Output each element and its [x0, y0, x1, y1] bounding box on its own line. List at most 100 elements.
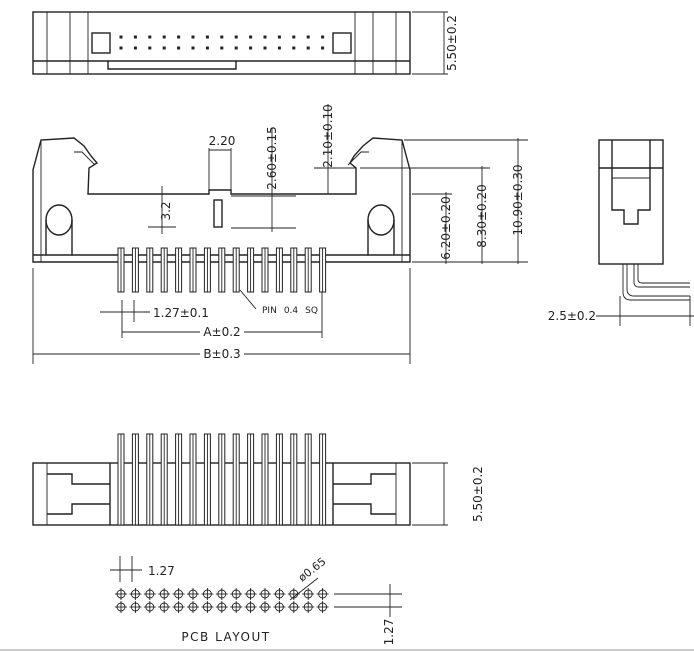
- top-pin-dot: [177, 35, 181, 39]
- front-pin: [319, 247, 327, 293]
- pcb-hole: [230, 588, 243, 600]
- pcb-hole-grid: [115, 588, 329, 613]
- pcb-hole: [273, 601, 286, 613]
- pcb-hole: [115, 601, 127, 613]
- top-pin-dot: [220, 46, 224, 50]
- pcb-hole: [129, 588, 142, 600]
- pin-width-dim: 2.20: [209, 134, 236, 148]
- front-pin: [218, 247, 226, 293]
- pcb-hole: [273, 588, 286, 600]
- dim-a: A±0.2: [203, 325, 240, 339]
- top-pin-dot: [234, 35, 238, 39]
- pcb-hole: [230, 601, 243, 613]
- top-pin-dot: [177, 46, 181, 50]
- pin-height-dim: 8.30±0.20: [475, 184, 489, 248]
- top-view: 5.50±0.2: [32, 11, 459, 75]
- top-pin-dot: [292, 46, 296, 50]
- pin-note-suffix: SQ: [305, 306, 318, 316]
- front-pin: [247, 247, 255, 293]
- pcb-hole: [158, 588, 171, 600]
- front-pin: [261, 247, 269, 293]
- front-pin: [290, 247, 298, 293]
- top-height-dim: 5.50±0.2: [445, 15, 459, 71]
- body-height-dim: 6.20±0.20: [439, 196, 453, 260]
- front-pin: [117, 247, 125, 293]
- side-offset-dim: 2.5±0.2: [548, 309, 596, 323]
- top-pin-dot: [306, 35, 310, 39]
- bottom-view: 5.50±0.2: [32, 433, 485, 526]
- pcb-hole: [244, 588, 257, 600]
- top-pin-dot: [119, 46, 123, 50]
- total-height-dim: 10.90±0.30: [511, 164, 525, 235]
- top-pin-dot: [119, 35, 123, 39]
- top-pin-dot: [263, 35, 267, 39]
- bottom-height-dim: 5.50±0.2: [471, 466, 485, 522]
- top-pin-dot: [133, 46, 137, 50]
- pitch-dim: 1.27±0.1: [153, 306, 209, 320]
- top-pin-dot: [191, 35, 195, 39]
- side-view: 2.5±0.2: [548, 139, 694, 326]
- top-pin-dot: [321, 46, 325, 50]
- bottom-pin: [203, 433, 211, 526]
- front-pin: [203, 247, 211, 293]
- pcb-hole: [143, 601, 156, 613]
- latch-dim: 2.10±0.10: [321, 104, 335, 168]
- bottom-pin: [247, 433, 255, 526]
- body-step-dim: 3.2: [159, 201, 173, 220]
- front-pin: [275, 247, 283, 293]
- bottom-pin: [290, 433, 298, 526]
- pcb-pitch-y: 1.27: [382, 619, 396, 646]
- pcb-hole: [129, 601, 142, 613]
- front-pin: [232, 247, 240, 293]
- pcb-hole: [201, 588, 214, 600]
- bottom-pin: [304, 433, 312, 526]
- top-pin-dot: [133, 35, 137, 39]
- top-pin-dot: [321, 35, 325, 39]
- pcb-hole: [187, 588, 199, 600]
- pcb-hole: [158, 601, 171, 613]
- side-view-body: [598, 139, 664, 265]
- top-pin-dot: [148, 46, 152, 50]
- pcb-hole: [215, 601, 228, 613]
- top-pin-dot: [191, 46, 195, 50]
- pcb-hole: [215, 588, 228, 600]
- top-pin-dot: [148, 35, 152, 39]
- top-pin-dot: [292, 35, 296, 39]
- bottom-pin: [319, 433, 327, 526]
- top-pin-dot: [249, 35, 253, 39]
- pcb-hole: [302, 588, 315, 600]
- dim-b: B±0.3: [203, 347, 240, 361]
- top-view-body: [32, 11, 411, 75]
- top-pin-dot: [205, 35, 209, 39]
- bottom-pin: [218, 433, 226, 526]
- front-pin: [304, 247, 312, 293]
- top-pin-dot: [205, 46, 209, 50]
- front-pin: [160, 247, 168, 293]
- bottom-pin: [275, 433, 283, 526]
- bottom-pin: [261, 433, 269, 526]
- pcb-hole: [259, 588, 271, 600]
- pin-note-prefix: PIN: [262, 306, 277, 316]
- bottom-pin: [131, 433, 139, 526]
- top-pin-dot: [220, 35, 224, 39]
- pcb-hole: [316, 601, 329, 613]
- top-pin-dot: [249, 46, 253, 50]
- top-view-pin-grid: [119, 35, 325, 50]
- bottom-pin: [232, 433, 240, 526]
- pin-top-dim: 2.60±0.15: [265, 126, 279, 190]
- pcb-hole: [115, 588, 127, 600]
- bottom-pin: [117, 433, 125, 526]
- pcb-layout-title: PCB LAYOUT: [181, 630, 270, 644]
- top-pin-dot: [234, 46, 238, 50]
- pcb-hole: [172, 588, 185, 600]
- top-pin-dot: [277, 35, 281, 39]
- front-view: 2.20 2.60±0.15 2.10±0.10 3.2 6.20±0.20 8…: [32, 104, 528, 364]
- top-pin-dot: [263, 46, 267, 50]
- front-view-pins: [117, 247, 327, 293]
- pcb-hole: [302, 601, 315, 613]
- bottom-view-pins: [117, 433, 327, 526]
- front-pin: [146, 247, 154, 293]
- pcb-hole: [316, 588, 329, 600]
